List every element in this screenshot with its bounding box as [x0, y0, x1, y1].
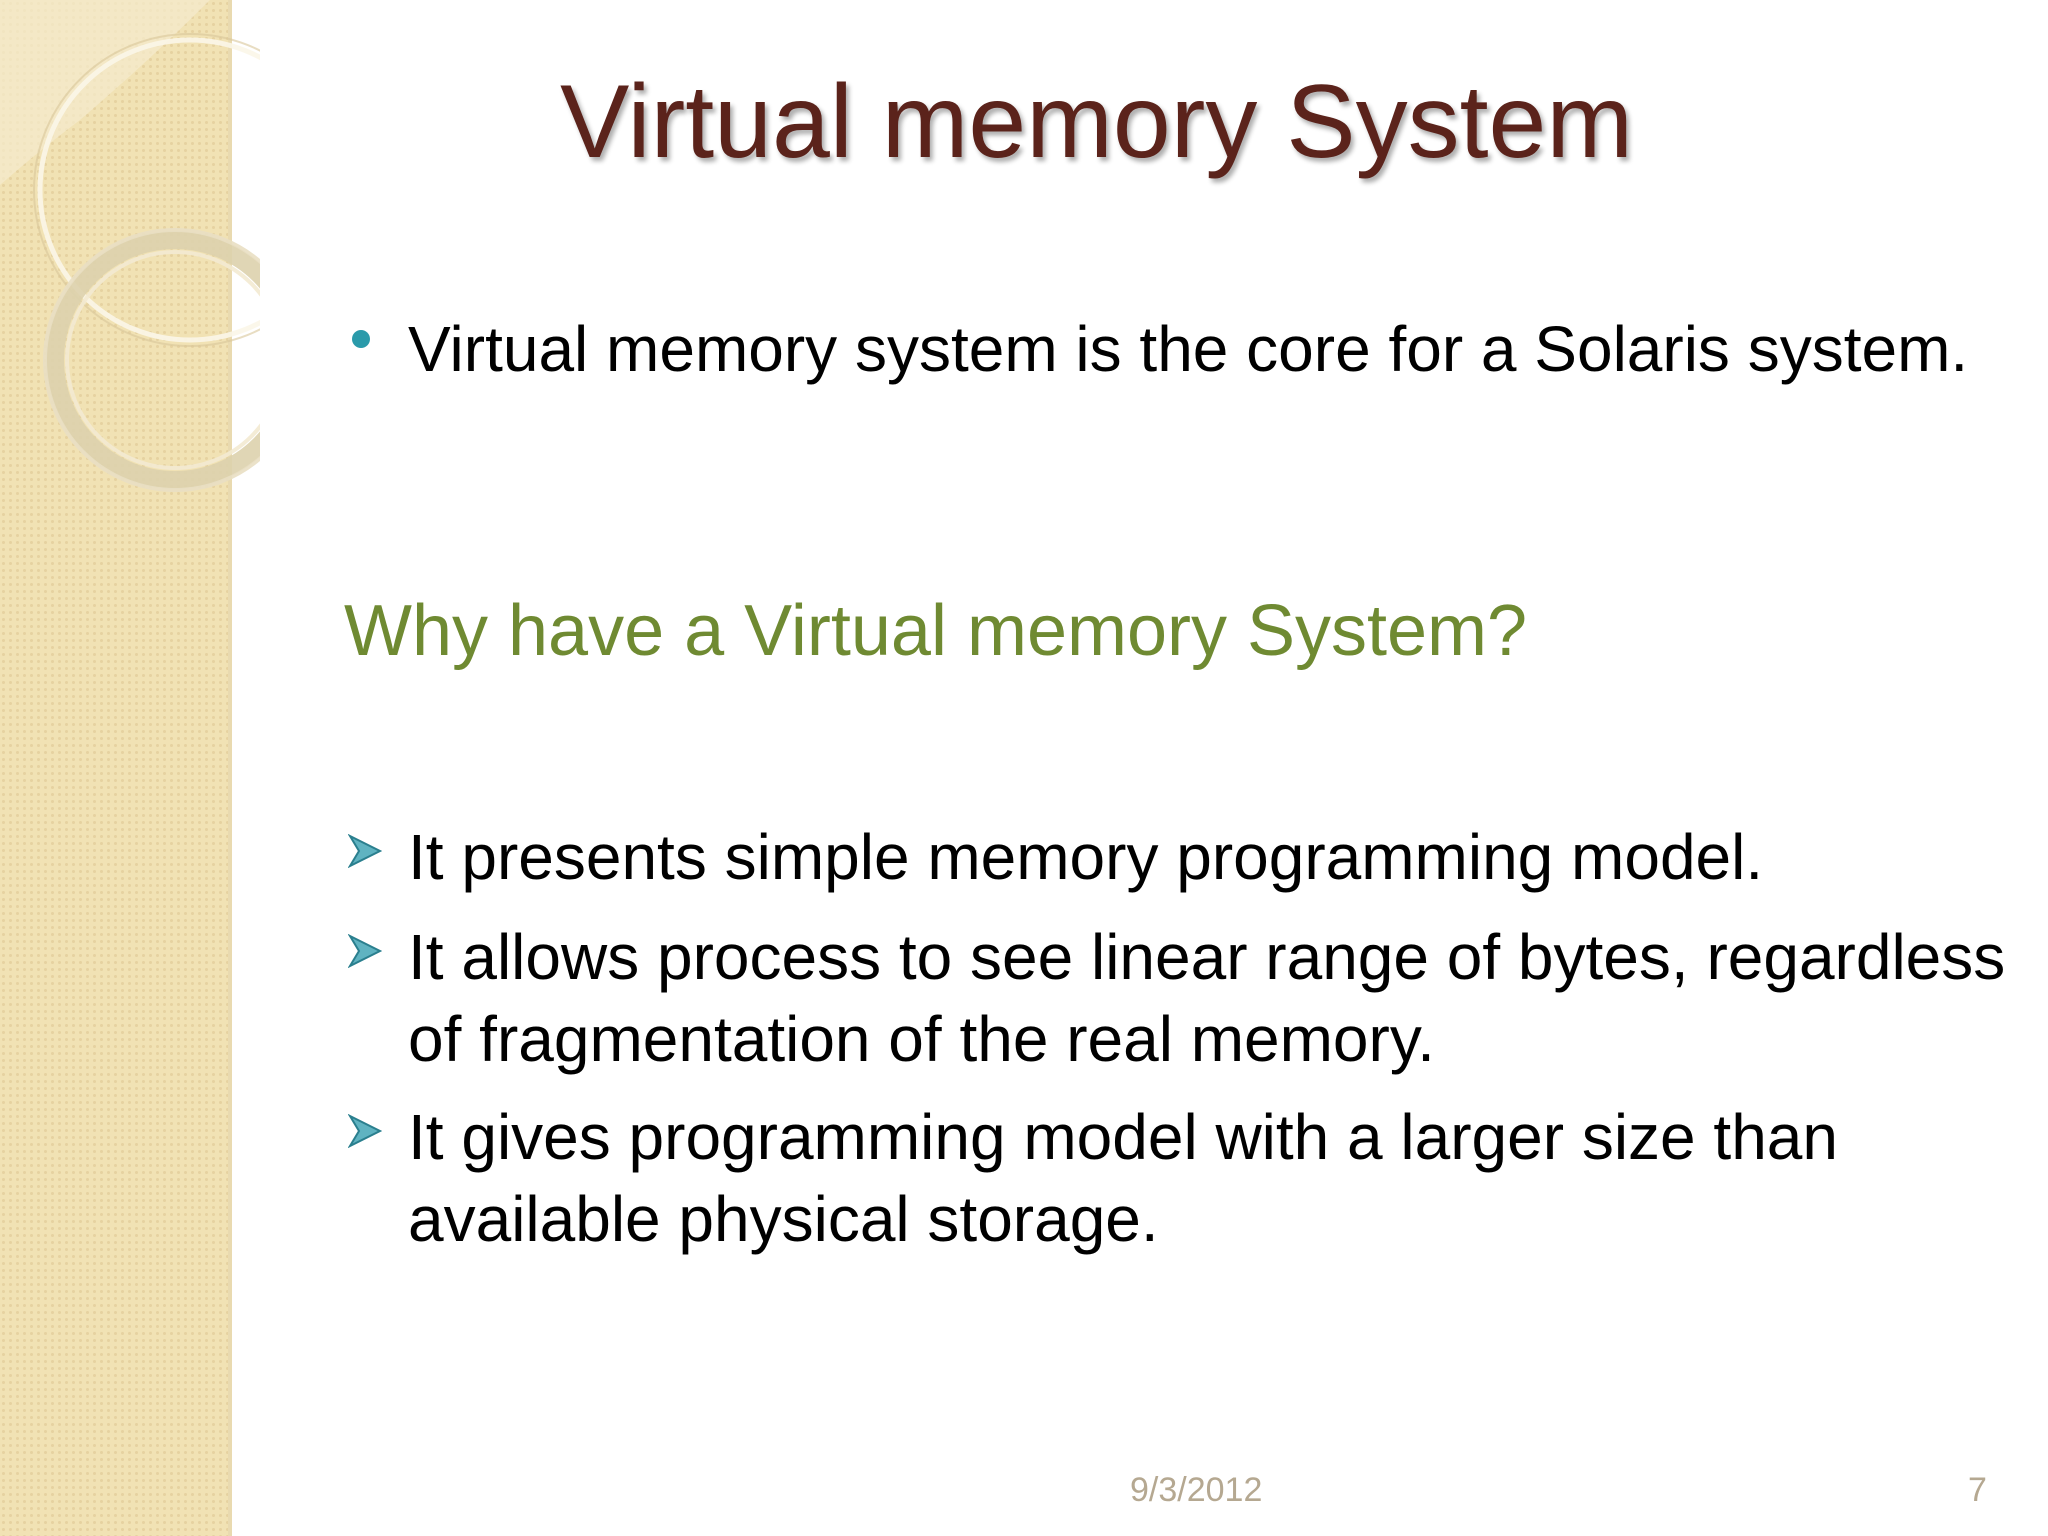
intro-bullet: Virtual memory system is the core for a … — [344, 300, 2004, 480]
slide-number: 7 — [1968, 1471, 1987, 1509]
decorative-rings — [0, 0, 260, 492]
round-bullet-icon — [344, 300, 384, 348]
reason-item: It gives programming model with a larger… — [344, 1088, 2004, 1268]
intro-bullet-text: Virtual memory system is the core for a … — [408, 313, 1969, 385]
reason-text: It gives programming model with a larger… — [408, 1101, 1838, 1255]
section-subheading: Why have a Virtual memory System? — [344, 591, 1528, 671]
reason-text: It allows process to see linear range of… — [408, 921, 2006, 1075]
slide-title: Virtual memory System — [560, 64, 1634, 180]
reason-item: It presents simple memory programming mo… — [344, 808, 2004, 900]
arrowhead-bullet-icon — [344, 808, 384, 868]
arrowhead-bullet-icon — [344, 1088, 384, 1148]
reason-item: It allows process to see linear range of… — [344, 908, 2005, 1088]
arrowhead-bullet-icon — [344, 908, 384, 968]
reason-text: It presents simple memory programming mo… — [408, 821, 1764, 893]
footer-date: 9/3/2012 — [1130, 1471, 1263, 1509]
